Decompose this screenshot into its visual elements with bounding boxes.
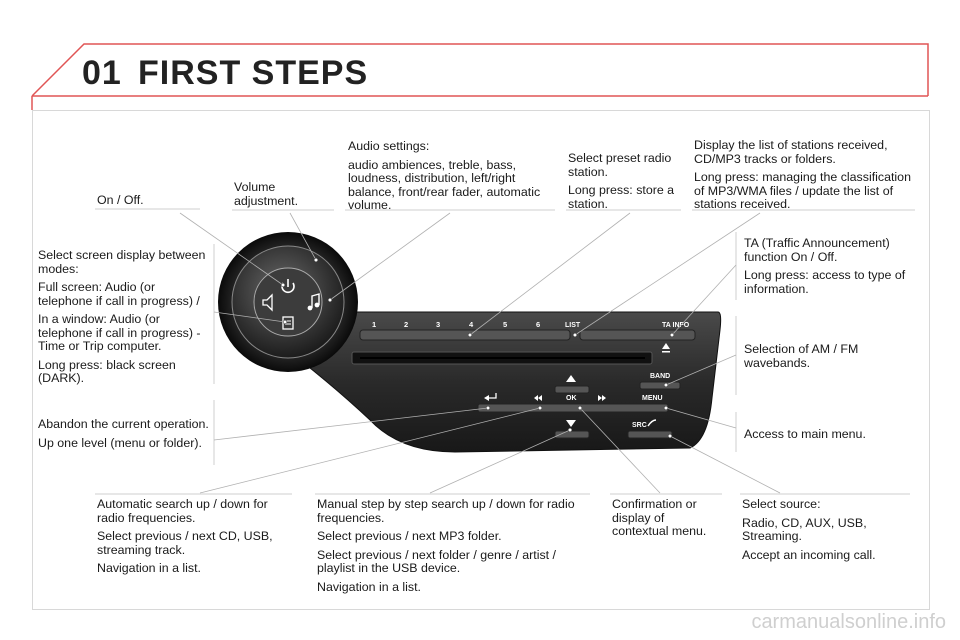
triangle-up-icon [566, 375, 576, 382]
src-label: SRC [632, 422, 647, 429]
list-label: LIST [565, 322, 581, 329]
callout-audio-settings: Audio settings: audio ambiences, treble,… [348, 139, 541, 212]
triangle-down-icon [566, 420, 576, 427]
band-label: BAND [650, 373, 670, 380]
callout-menu: Access to main menu. [744, 427, 866, 441]
chapter-number: 01 [82, 54, 122, 92]
callout-manual-step: Manual step by step search up / down for… [317, 497, 575, 594]
content-frame [32, 110, 930, 610]
callout-source: Select source: Radio, CD, AUX, USB, Stre… [742, 497, 876, 562]
ta-info-label: TA INFO [662, 322, 690, 329]
preset-label-5: 5 [503, 320, 507, 329]
preset-label-4: 4 [469, 320, 474, 329]
preset-label-6: 6 [536, 320, 540, 329]
double-left-icon [534, 395, 542, 401]
callout-band: Selection of AM / FM wavebands. [744, 342, 859, 370]
callout-volume: Volume adjustment. [234, 180, 299, 208]
chapter-title: FIRST STEPS [138, 54, 369, 92]
speaker-icon [262, 293, 273, 312]
ok-label: OK [566, 395, 577, 402]
callout-confirm: Confirmation or display of contextual me… [612, 497, 707, 538]
double-right-icon [598, 395, 606, 401]
preset-label-1: 1 [372, 320, 376, 329]
callout-abandon: Abandon the current operation. Up one le… [38, 417, 209, 450]
preset-label-2: 2 [404, 320, 408, 329]
menu-label: MENU [642, 395, 663, 402]
callout-screen: Select screen display between modes: Ful… [38, 248, 206, 385]
music-note-icon [307, 293, 320, 311]
header-frame [31, 43, 929, 110]
callout-list: Display the list of stations received, C… [694, 138, 911, 211]
preset-label-3: 3 [436, 320, 440, 329]
phone-icon [647, 419, 657, 427]
page-header: 01 FIRST STEPS [0, 0, 960, 110]
eject-icon [662, 343, 670, 353]
back-arrow-icon [484, 393, 497, 401]
preset-buttons: 1 2 3 4 5 6 LIST TA INFO [359, 320, 696, 341]
callout-auto-search: Automatic search up / down for radio fre… [97, 497, 273, 575]
watermark: carmanualsonline.info [751, 611, 946, 633]
callout-on-off: On / Off. [97, 193, 144, 207]
callout-ta-info: TA (Traffic Announcement) function On / … [744, 236, 906, 296]
callout-preset: Select preset radio station. Long press:… [568, 151, 675, 211]
panel-body [299, 311, 722, 453]
